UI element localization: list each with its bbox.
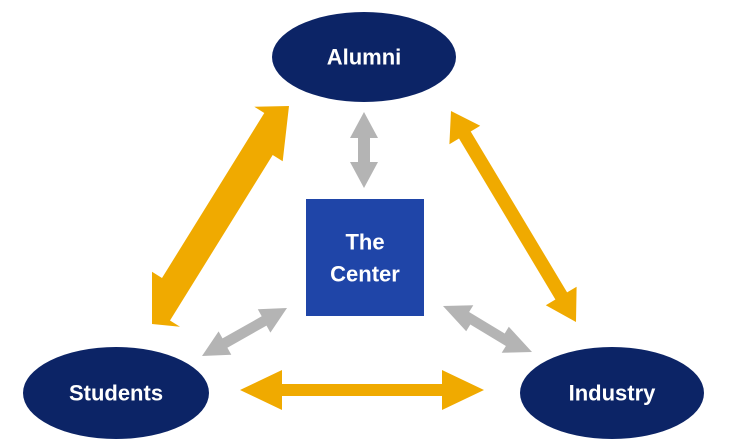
center-box xyxy=(306,199,424,316)
node-center: The Center xyxy=(306,199,424,316)
industry-ellipse xyxy=(520,347,704,439)
arrow-alumni-students xyxy=(152,106,289,327)
arrow-center-industry xyxy=(443,305,532,353)
arrow-center-students xyxy=(202,308,287,356)
alumni-ellipse xyxy=(272,12,456,102)
center-label-line2: Center xyxy=(330,262,400,287)
students-label: Students xyxy=(69,381,163,406)
node-alumni: Alumni xyxy=(272,12,456,102)
outer-arrows xyxy=(152,106,577,410)
center-label-line1: The xyxy=(345,230,384,255)
industry-label: Industry xyxy=(569,381,657,406)
arrow-students-industry xyxy=(240,370,484,410)
node-students: Students xyxy=(23,347,209,439)
inner-arrows xyxy=(202,112,532,356)
arrow-alumni-industry xyxy=(449,111,577,322)
students-ellipse xyxy=(23,347,209,439)
node-industry: Industry xyxy=(520,347,704,439)
arrow-center-alumni xyxy=(350,112,378,188)
alumni-label: Alumni xyxy=(327,45,402,70)
